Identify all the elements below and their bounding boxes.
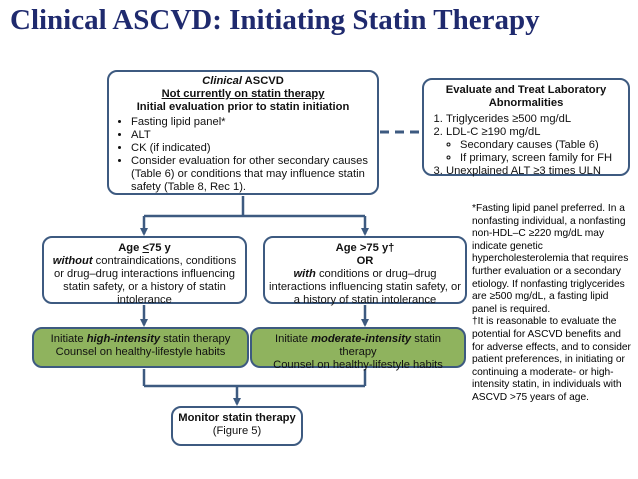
list-item: Secondary causes (Table 6) xyxy=(460,139,622,152)
lab-sub-list: Secondary causes (Table 6) If primary, s… xyxy=(446,139,622,165)
list-item: If primary, screen family for FH xyxy=(460,152,622,165)
lifestyle-line-left: Counsel on healthy-lifestyle habits xyxy=(55,346,226,358)
list-item: Unexplained ALT ≥3 times ULN xyxy=(446,165,622,178)
monitor-line2: (Figure 5) xyxy=(212,425,262,437)
down-arrows xyxy=(140,305,369,327)
moderate-intensity-statin-box: Initiate moderate-intensity statin thera… xyxy=(250,327,466,371)
list-item: Fasting lipid panel* xyxy=(131,116,369,129)
main-box-line1: Clinical ASCVD xyxy=(202,75,284,87)
criteria-right: with conditions or drug–drug interaction… xyxy=(269,268,461,306)
monitor-statin-box: Monitor statin therapy (Figure 5) xyxy=(171,406,303,446)
age-75-or-under-box: Age <75 y without contraindications, con… xyxy=(42,236,247,306)
list-item: ALT xyxy=(131,129,369,142)
merge-connector xyxy=(142,369,367,406)
criteria-left: without contraindications, conditions or… xyxy=(52,255,237,306)
lab-abnormalities-box: Evaluate and Treat Laboratory Abnormalit… xyxy=(422,78,630,178)
evaluation-list: Fasting lipid panel* ALT CK (if indicate… xyxy=(117,116,369,194)
list-item: Triglycerides ≥500 mg/dL xyxy=(446,113,622,126)
or-label: OR xyxy=(356,255,374,267)
age-over-75-box: Age >75 y† OR with conditions or drug–dr… xyxy=(263,236,467,306)
lifestyle-line-right: Counsel on healthy-lifestyle habits xyxy=(273,359,443,371)
high-intensity-line: Initiate high-intensity statin therapy xyxy=(50,333,231,345)
monitor-line1: Monitor statin therapy xyxy=(178,412,296,424)
list-item: CK (if indicated) xyxy=(131,142,369,155)
footnote-fasting: *Fasting lipid panel preferred. In a non… xyxy=(472,203,629,315)
list-item: LDL-C ≥190 mg/dL Secondary causes (Table… xyxy=(446,126,622,165)
moderate-intensity-line: Initiate moderate-intensity statin thera… xyxy=(274,333,442,358)
lab-list: Triglycerides ≥500 mg/dL LDL-C ≥190 mg/d… xyxy=(430,113,622,178)
high-intensity-statin-box: Initiate high-intensity statin therapy C… xyxy=(32,327,249,368)
main-box-line2: Not currently on statin therapy xyxy=(161,88,325,100)
footnotes: *Fasting lipid panel preferred. In a non… xyxy=(472,203,634,405)
slide-title: Clinical ASCVD: Initiating Statin Therap… xyxy=(10,4,540,36)
age-condition-left: Age <75 y xyxy=(118,242,171,254)
main-box-line3: Initial evaluation prior to statin initi… xyxy=(136,101,350,113)
list-item: Consider evaluation for other secondary … xyxy=(131,155,369,194)
footnote-age: †It is reasonable to evaluate the potent… xyxy=(472,316,631,403)
initial-evaluation-box: Clinical ASCVD Not currently on statin t… xyxy=(107,70,379,195)
lab-box-heading: Evaluate and Treat Laboratory Abnormalit… xyxy=(445,84,607,109)
age-condition-right: Age >75 y† xyxy=(335,242,395,254)
split-connector xyxy=(140,196,369,236)
